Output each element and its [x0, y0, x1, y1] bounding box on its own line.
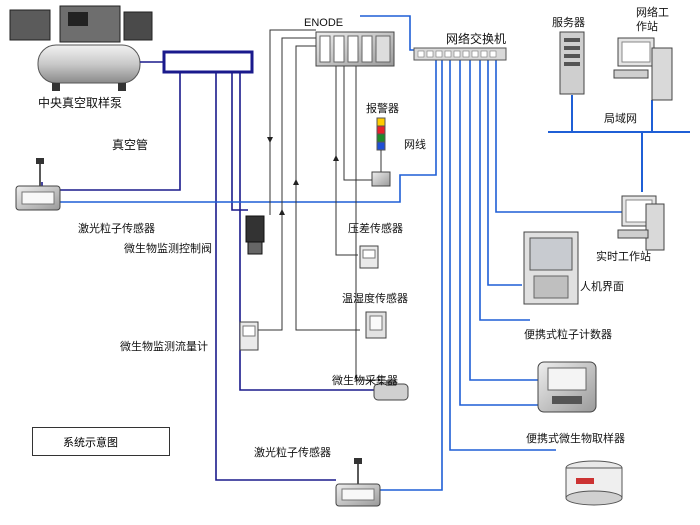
- signal-lines: [258, 29, 380, 381]
- flow-meter-icon: [239, 321, 259, 351]
- temp-humidity-label: 温湿度传感器: [342, 292, 408, 305]
- laser-sensor-bottom-label: 激光粒子传感器: [254, 446, 331, 459]
- microbial-collector-icon: [373, 380, 409, 401]
- workstation-icon: [613, 37, 673, 101]
- portable-sampler-label: 便携式微生物取样器: [526, 432, 625, 445]
- portable-counter-label: 便携式粒子计数器: [524, 328, 612, 341]
- server-icon: [559, 31, 585, 95]
- realtime-ws-label: 实时工作站: [596, 250, 651, 263]
- vacuum-tube-label: 真空管: [112, 138, 149, 152]
- vacuum-pump-icon: [9, 5, 153, 91]
- bio-collector-label: 微生物采集器: [332, 374, 398, 387]
- laser-sensor-top-icon: [15, 158, 61, 211]
- server-label: 服务器: [552, 16, 585, 29]
- alarm-tower-icon: [371, 117, 391, 187]
- pressure-sensor-label: 压差传感器: [348, 222, 403, 235]
- temp-humidity-sensor-icon: [365, 311, 387, 339]
- workstation-label: 网络工 作站: [636, 6, 669, 33]
- pump-label: 中央真空取样泵: [38, 96, 123, 110]
- hmi-panel-icon: [523, 231, 579, 305]
- vacuum-lines: [41, 50, 380, 481]
- hmi-label: 人机界面: [580, 280, 624, 293]
- lan-bus: [548, 95, 690, 192]
- laser-sensor-top-label: 激光粒子传感器: [78, 222, 155, 235]
- laser-sensor-bottom-icon: [335, 458, 381, 507]
- enode-controller-icon: [315, 31, 395, 67]
- network-cable-label: 网线: [404, 138, 426, 151]
- legend-box: 系统示意图: [32, 427, 170, 456]
- realtime-workstation-icon: [617, 195, 665, 251]
- flow-meter-label: 微生物监测流量计: [120, 340, 208, 353]
- portable-particle-counter-icon: [537, 361, 597, 413]
- legend-label: 系统示意图: [63, 436, 118, 449]
- control-valve-label: 微生物监测控制阀: [124, 242, 212, 255]
- lan-label: 局域网: [604, 112, 637, 125]
- network-lines: [60, 15, 626, 491]
- enode-label: ENODE: [304, 17, 344, 29]
- network-switch-icon: [413, 47, 507, 61]
- portable-sampler-icon: [565, 460, 623, 506]
- control-valve-icon: [245, 215, 265, 255]
- switch-label: 网络交换机: [446, 32, 507, 46]
- pressure-sensor-icon: [359, 245, 379, 269]
- alarm-label: 报警器: [366, 102, 399, 115]
